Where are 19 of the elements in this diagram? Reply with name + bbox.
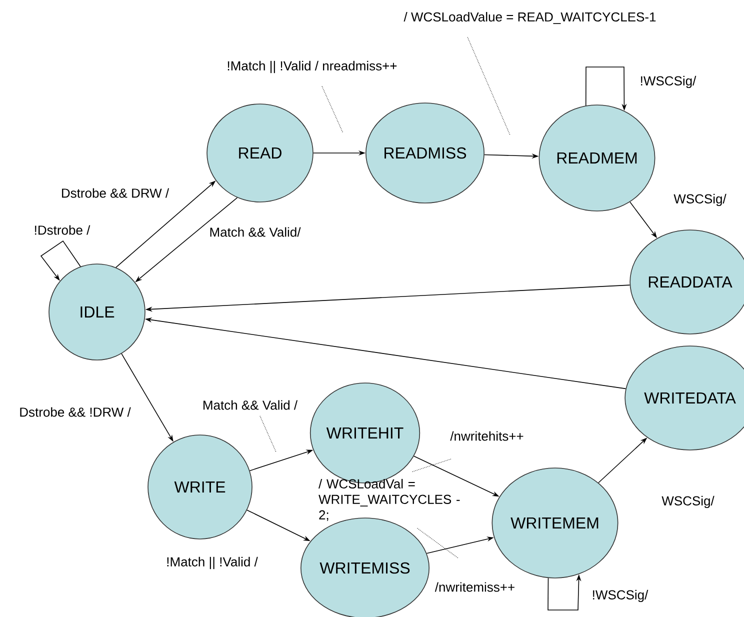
leader-line [467, 36, 510, 136]
edge-label: /nwritemiss++ [434, 581, 516, 593]
edge-label: !WSCSig/ [638, 74, 698, 90]
transition-label: / WCSLoadValue = READ_WAITCYCLES-1 [404, 12, 656, 24]
edge-label: !Match || !Valid / [165, 556, 259, 570]
leader-line [417, 528, 458, 558]
edge-label: Match && Valid/ [208, 226, 302, 238]
edge-label: /nwritehits++ [449, 430, 525, 442]
transition-label: !Match || !Valid / nreadmiss++ [228, 60, 397, 74]
leader-line [260, 416, 276, 452]
edge-label: !Dstrobe / [32, 224, 92, 236]
edge-label: WSCSig/ [660, 494, 716, 510]
edge-label: Dstrobe && !DRW / [18, 406, 132, 418]
edge-label: Dstrobe && DRW / [60, 187, 170, 199]
edge-label: WSCSig/ [672, 192, 728, 208]
transition-label: Match && Valid / [204, 400, 298, 410]
leader-line [412, 458, 452, 472]
edge-label: !WSCSig/ [590, 588, 650, 604]
leader-line [322, 86, 344, 134]
